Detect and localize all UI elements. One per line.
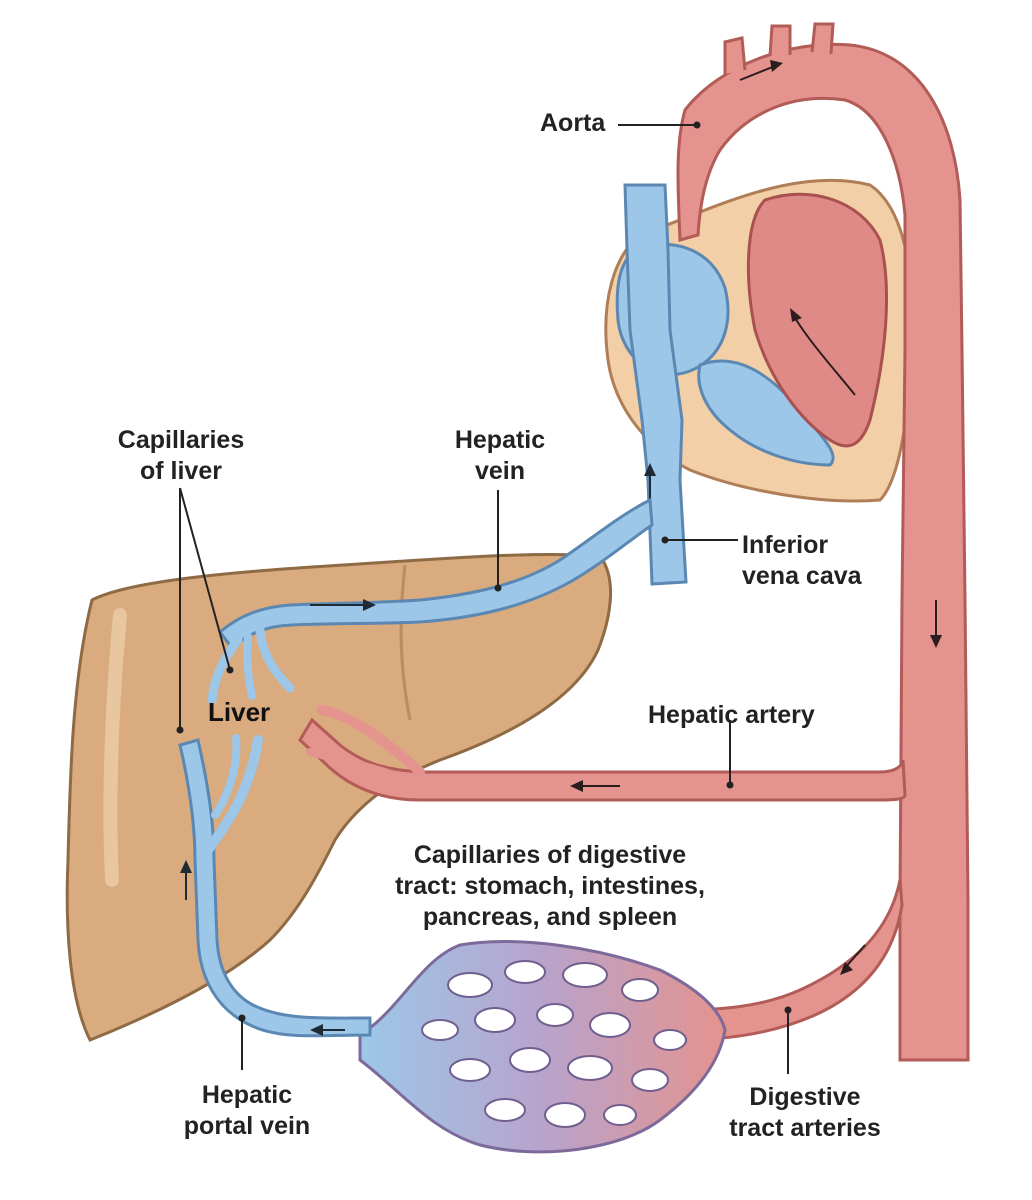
aorta-arrowhead-down bbox=[930, 635, 942, 648]
label-capillaries-of-digestive-tract-line-1: Capillaries of digestive bbox=[413, 841, 687, 869]
hepatic-vein-arrowhead bbox=[363, 599, 376, 611]
hepatic-vein-branch-3 bbox=[243, 632, 256, 700]
vena-cava-arrowhead bbox=[644, 463, 656, 476]
heart-arrowhead bbox=[790, 308, 802, 322]
portal-vein-arrowhead-left bbox=[310, 1024, 323, 1036]
leader-dots bbox=[176, 121, 792, 1022]
hepatic-artery-branch-1 bbox=[317, 705, 425, 777]
label-capillaries-of-digestive-tract-line-3: pancreas, and spleen bbox=[422, 903, 678, 931]
label-hepatic-vein: Hepatic vein bbox=[430, 425, 570, 487]
label-hepatic-artery: Hepatic artery bbox=[648, 701, 815, 729]
liver-highlight bbox=[103, 608, 127, 887]
portal-vein-arrowhead-up bbox=[180, 860, 192, 873]
label-hepatic-vein-line-1: Hepatic bbox=[454, 426, 546, 454]
label-aorta: Aorta bbox=[540, 109, 606, 137]
inferior-vena-cava bbox=[623, 183, 688, 586]
heart-flow-arrow bbox=[794, 317, 856, 396]
leader-capillaries-of-liver-1 bbox=[179, 487, 231, 671]
aortic-branch-1 bbox=[723, 36, 747, 74]
label-hepatic-portal-vein: Hepatic portal vein bbox=[172, 1080, 322, 1142]
label-capillaries-of-liver: Capillaries of liver bbox=[96, 425, 266, 487]
hepatic-vein-branch-2 bbox=[255, 625, 295, 693]
aorta-arrowhead-top bbox=[770, 60, 783, 72]
leader-lines bbox=[179, 124, 789, 1074]
digestive-artery-flow-arrow bbox=[844, 944, 866, 969]
label-inferior-vena-cava-line-1: Inferior bbox=[742, 531, 829, 559]
aorta bbox=[676, 42, 970, 1062]
label-hepatic-vein-line-2: vein bbox=[474, 457, 526, 485]
label-capillaries-of-digestive-tract-line-2: tract: stomach, intestines, bbox=[395, 872, 705, 900]
portal-vein-branch-1 bbox=[203, 735, 263, 855]
label-capillaries-of-liver-line-2: of liver bbox=[140, 457, 222, 485]
aorta-flow-arrow-top bbox=[739, 65, 776, 81]
hepatic-portal-vein bbox=[178, 738, 372, 1038]
liver-lobe-line bbox=[399, 564, 412, 721]
heart-right-ventricle bbox=[697, 359, 835, 467]
label-digestive-tract-arteries: Digestive tract arteries bbox=[715, 1082, 895, 1144]
hepatic-vein-branch-1 bbox=[207, 635, 243, 705]
heart-left-ventricle bbox=[746, 192, 889, 448]
label-hepatic-portal-vein-line-2: portal vein bbox=[183, 1112, 311, 1140]
label-hepatic-portal-vein-line-1: Hepatic bbox=[201, 1081, 293, 1109]
aortic-branch-3 bbox=[810, 22, 835, 55]
hepatic-artery-arrowhead bbox=[570, 780, 583, 792]
label-digestive-tract-arteries-line-2: tract arteries bbox=[729, 1114, 881, 1142]
capillary-holes bbox=[421, 960, 687, 1128]
label-liver: Liver bbox=[208, 697, 271, 727]
aortic-branch-2 bbox=[768, 24, 792, 57]
hepatic-artery-branch-2 bbox=[306, 748, 434, 794]
label-digestive-tract-arteries-line-1: Digestive bbox=[749, 1083, 861, 1111]
label-inferior-vena-cava-line-2: vena cava bbox=[742, 562, 862, 590]
label-inferior-vena-cava: Inferior vena cava bbox=[742, 530, 862, 592]
hepatic-artery bbox=[298, 717, 907, 802]
label-capillaries-of-digestive-tract: Capillaries of digestive tract: stomach,… bbox=[360, 840, 740, 933]
digestive-artery-arrowhead bbox=[840, 962, 853, 975]
label-capillaries-of-liver-line-1: Capillaries bbox=[117, 426, 245, 454]
portal-vein-branch-2 bbox=[211, 734, 241, 819]
